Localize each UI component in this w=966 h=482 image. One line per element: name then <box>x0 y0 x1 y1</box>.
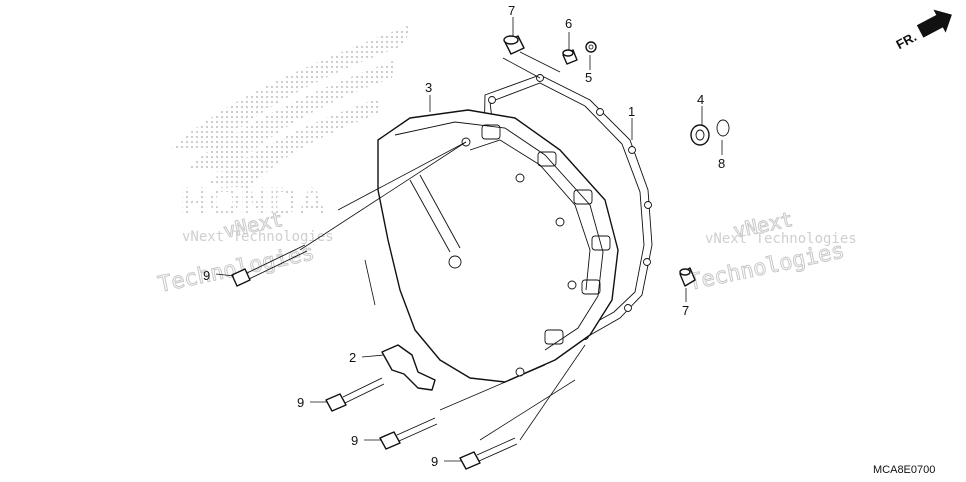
honda-wing-watermark: HONDA <box>170 25 410 224</box>
callout-9-bottom: 9 <box>431 454 438 469</box>
callout-9-left: 9 <box>203 268 210 283</box>
callout-7-top: 7 <box>508 3 515 18</box>
callout-8: 8 <box>718 156 725 171</box>
callout-9-lower: 9 <box>351 433 358 448</box>
circlip-part <box>716 119 730 137</box>
bolt-mid <box>325 377 385 412</box>
callout-5: 5 <box>585 70 592 85</box>
bearing-part <box>690 124 710 146</box>
diagram-code: MCA8E0700 <box>873 464 935 476</box>
callout-6: 6 <box>565 16 572 31</box>
watermark-text-right: vNext Technologies <box>705 231 857 247</box>
bolt-left <box>231 244 308 287</box>
bracket-part <box>381 344 436 391</box>
clutch-cover-part <box>377 109 619 383</box>
callout-9-mid: 9 <box>297 395 304 410</box>
callout-3: 3 <box>425 80 432 95</box>
bolt-bottom <box>459 437 518 470</box>
bolt-lower <box>379 417 438 450</box>
callout-2: 2 <box>349 350 356 365</box>
direction-arrow-icon: FR. <box>893 9 952 52</box>
callout-4: 4 <box>697 92 704 107</box>
callout-1: 1 <box>628 104 635 119</box>
callout-7-right: 7 <box>682 303 689 318</box>
front-direction-label: FR. <box>893 29 919 52</box>
leader-lines <box>215 17 723 462</box>
watermark-text-left: vNext Technologies <box>182 229 334 245</box>
honda-brand-watermark: HONDA <box>180 180 327 224</box>
watermark-hollow-left-2: Technologies <box>156 240 317 298</box>
